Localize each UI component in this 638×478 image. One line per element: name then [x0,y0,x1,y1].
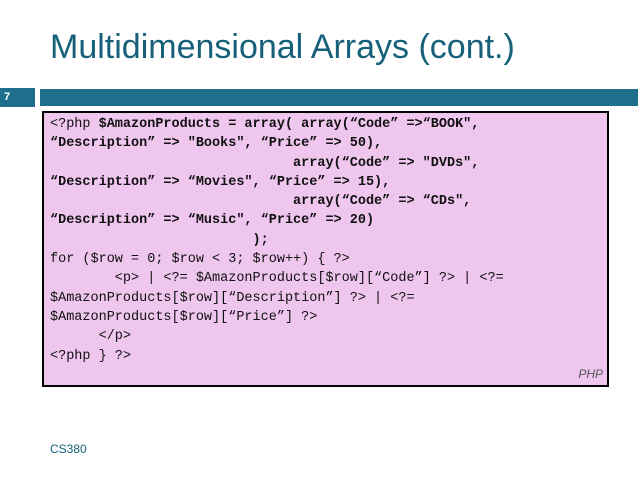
language-label: PHP [578,367,603,381]
code-line-bold: “Description” => “Movies", “Price” => 15… [50,174,391,190]
slide-number: 7 [0,88,35,107]
code-line-plain: </p> [50,329,132,345]
code-line-plain: $AmazonProducts[$row][“Price”] ?> [50,309,318,325]
code-line-bold: ); [50,232,269,248]
code-line-plain: <?php } ?> [50,348,132,364]
title-underline-bar [40,89,638,106]
code-line-plain: <?php [50,117,99,132]
code-line: $AmazonProducts[$row][“Description”] ?> … [50,291,415,306]
code-line: <?php } ?> [50,349,131,364]
code-line: array(“Code” => “CDs", [50,194,471,209]
code-line: for ($row = 0; $row < 3; $row++) { ?> [50,252,350,267]
code-line-bold: $AmazonProducts = array( array(“Code” =>… [98,117,480,132]
code-line: <p> | <?= $AmazonProducts[$row][“Code”] … [50,271,504,286]
code-line: “Description” => “Music", “Price” => 20) [50,213,374,228]
code-line: “Description” => "Books", “Price” => 50)… [50,136,382,151]
code-line-bold: “Description” => “Music", “Price” => 20) [50,213,375,229]
code-line: array(“Code” => "DVDs", [50,156,479,171]
code-lines: <?php $AmazonProducts = array( array(“Co… [50,115,504,366]
code-line-plain: <p> | <?= $AmazonProducts[$row][“Code”] … [50,271,504,287]
code-line: <?php $AmazonProducts = array( array(“Co… [50,117,479,132]
code-line-bold: “Description” => "Books", “Price” => 50)… [50,136,383,152]
code-line: ); [50,233,269,248]
code-line-plain: $AmazonProducts[$row][“Description”] ?> … [50,290,415,306]
slide-title: Multidimensional Arrays (cont.) [50,28,515,66]
code-line-bold: array(“Code” => “CDs", [50,194,472,210]
code-line-plain: for ($row = 0; $row < 3; $row++) { ?> [50,252,350,268]
code-line: </p> [50,329,131,344]
code-line: $AmazonProducts[$row][“Price”] ?> [50,310,317,325]
code-line-bold: array(“Code” => "DVDs", [50,155,480,171]
code-line: “Description” => “Movies", “Price” => 15… [50,175,390,190]
footer-course-code: CS380 [50,442,87,456]
code-block: <?php $AmazonProducts = array( array(“Co… [42,111,609,387]
